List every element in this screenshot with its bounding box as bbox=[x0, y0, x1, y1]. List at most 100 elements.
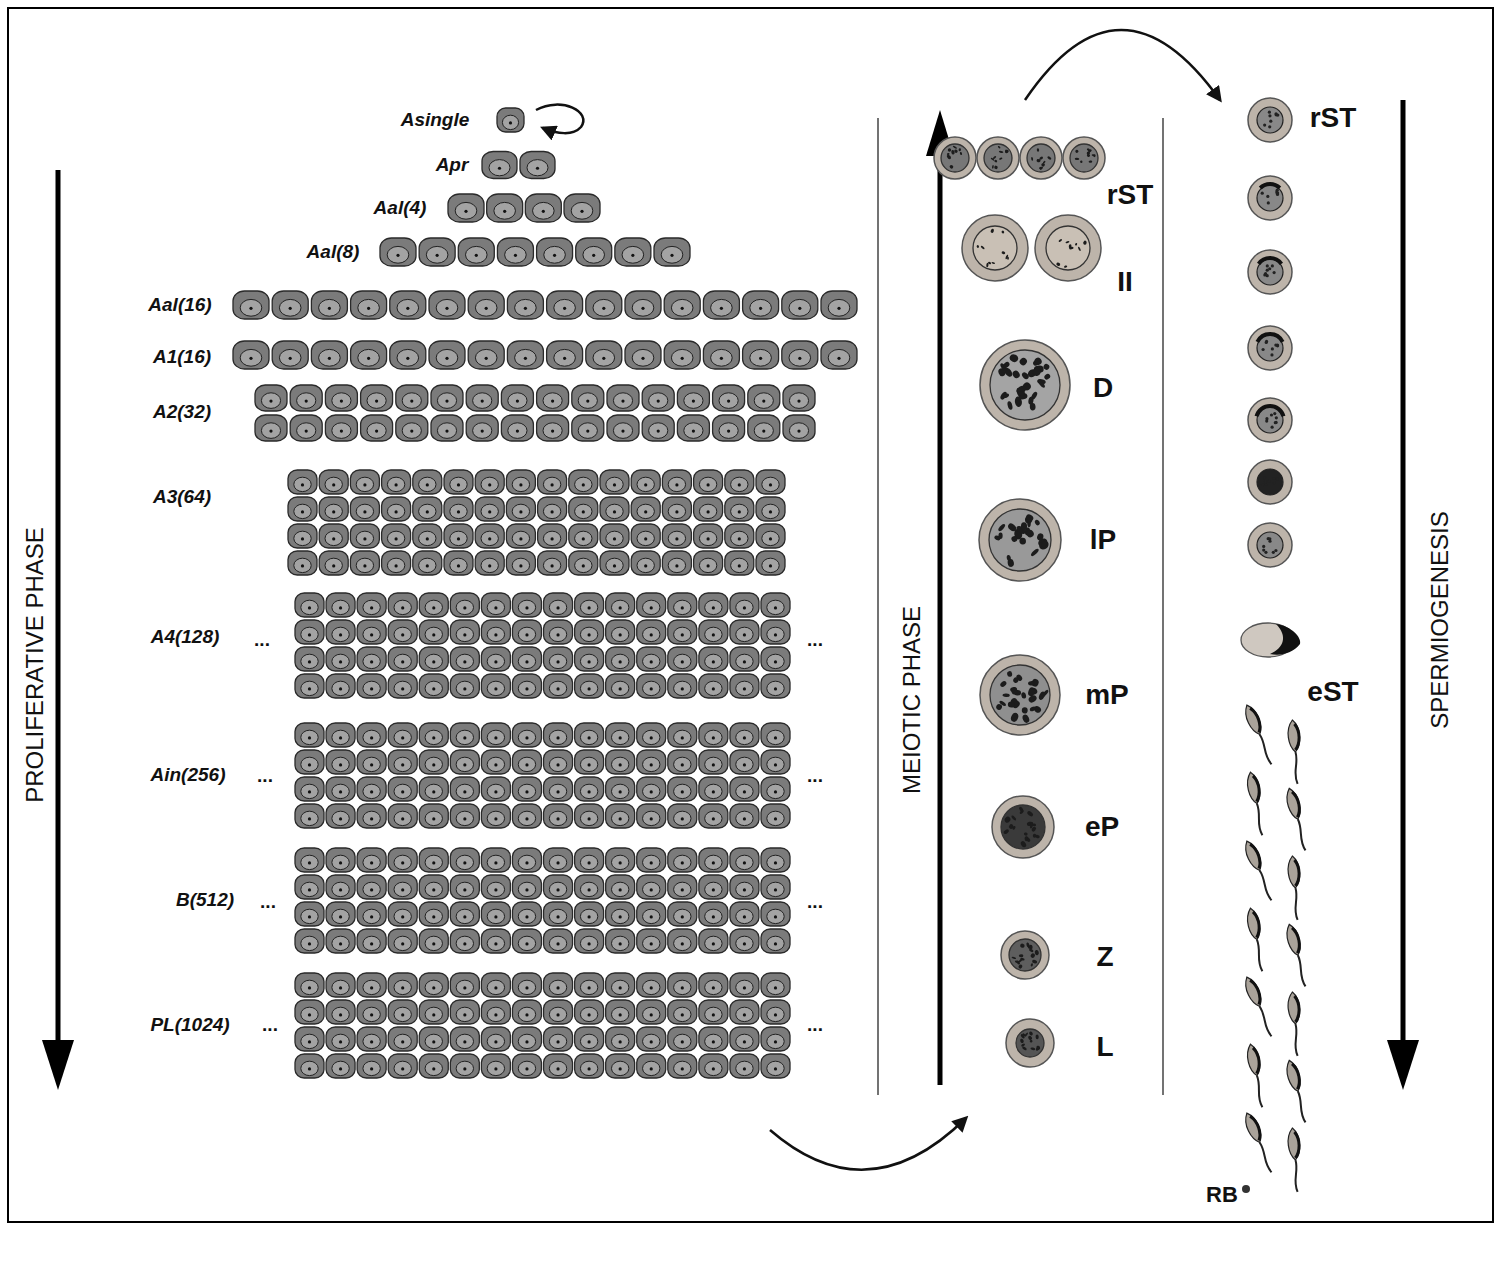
spermatogonium-part bbox=[363, 537, 366, 540]
spermatogonium bbox=[575, 929, 604, 953]
spermatogonium-part bbox=[394, 936, 411, 950]
spermatogonium-part bbox=[674, 784, 691, 798]
spermatogonium-part bbox=[681, 307, 684, 310]
spermatogonium bbox=[390, 341, 426, 369]
spermatogonium bbox=[538, 524, 567, 548]
round-spermatid-part bbox=[1257, 259, 1283, 285]
spermatogonium-part bbox=[516, 430, 519, 433]
spermatogonium bbox=[699, 973, 728, 997]
spermatogonium-part bbox=[743, 736, 746, 739]
ellipsis: ... bbox=[807, 892, 823, 913]
round-spermatid-part bbox=[1265, 341, 1268, 344]
spermatogonium-part bbox=[301, 600, 318, 614]
spermatogonium-part bbox=[711, 349, 733, 366]
spermatogonium-part bbox=[512, 558, 529, 572]
spermatogonium-part bbox=[332, 393, 351, 409]
spermatogonium-part bbox=[761, 1054, 790, 1078]
spermatogonium-part bbox=[401, 1040, 404, 1043]
spermatogonium-part bbox=[394, 654, 411, 668]
spermatogonium-part bbox=[456, 1034, 473, 1048]
spermatogonium-part bbox=[637, 902, 666, 926]
spermatogonium-part bbox=[512, 973, 541, 997]
spermatocyte-part bbox=[1024, 836, 1031, 843]
spermatogonium bbox=[388, 1000, 417, 1024]
spermatogonium-part bbox=[699, 674, 728, 698]
spermatogonium-part bbox=[543, 531, 560, 545]
spermatogonium-part bbox=[692, 430, 695, 433]
spermatogonium-part bbox=[720, 307, 723, 310]
spermatogonium bbox=[544, 804, 573, 828]
spermatogonium-part bbox=[637, 875, 666, 899]
round-spermatid-part bbox=[1275, 416, 1278, 419]
spermatogonium-part bbox=[524, 307, 527, 310]
spermatogonium-part bbox=[473, 423, 492, 439]
spermatogonium-part bbox=[288, 551, 317, 575]
spermatogonium-part bbox=[357, 647, 386, 671]
spermatogonium-part bbox=[311, 291, 347, 319]
round-spermatid-part bbox=[1268, 267, 1271, 270]
spermatogonium-part bbox=[681, 861, 684, 864]
spermatogonium-part bbox=[325, 477, 342, 491]
elongated-spermatid-part bbox=[1295, 1024, 1298, 1056]
spermatogonium-part bbox=[432, 736, 435, 739]
spermatogonium-part bbox=[308, 1067, 311, 1070]
spermatogonium-part bbox=[606, 647, 635, 671]
spermatogonium-part bbox=[730, 674, 759, 698]
spermatogonium bbox=[668, 848, 697, 872]
spermatogonium-part bbox=[643, 855, 660, 869]
spermatogonium-part bbox=[339, 736, 342, 739]
spermatogonium bbox=[419, 875, 448, 899]
phase-arrow-part bbox=[42, 1040, 74, 1090]
spermatogonium-part bbox=[611, 980, 628, 994]
spermatogonium-part bbox=[295, 929, 324, 953]
spermatogonium-part bbox=[519, 510, 522, 513]
spermatogonium bbox=[576, 238, 612, 266]
spermatogonium-part bbox=[692, 400, 695, 403]
spermatogonium-part bbox=[339, 1040, 342, 1043]
spermatogonium-part bbox=[394, 681, 411, 695]
spermatogonium-part bbox=[413, 551, 442, 575]
spermatogonium bbox=[357, 804, 386, 828]
spermatogonium-part bbox=[432, 861, 435, 864]
spermatogonium-part bbox=[367, 393, 386, 409]
spermatogonium-part bbox=[674, 1007, 691, 1021]
spermatogonium-part bbox=[736, 1007, 753, 1021]
spermatogonium-part bbox=[419, 558, 436, 572]
spermatogonium-part bbox=[294, 504, 311, 518]
spermatogonium-part bbox=[712, 687, 715, 690]
ellipsis: ... bbox=[807, 630, 823, 651]
spermatocyte-part bbox=[1003, 829, 1010, 835]
spermatogonium bbox=[351, 291, 387, 319]
spermatogonium-part bbox=[363, 1007, 380, 1021]
spermatogonium-part bbox=[419, 848, 448, 872]
round-spermatid-part bbox=[1268, 125, 1271, 128]
spermatogonium-part bbox=[363, 811, 380, 825]
spermatogonium bbox=[482, 152, 517, 179]
spermatogonium-part bbox=[301, 855, 318, 869]
spermatogonium bbox=[748, 415, 780, 441]
spermatogonium bbox=[544, 647, 573, 671]
spermatocyte-part bbox=[1006, 555, 1011, 562]
spermatogonium bbox=[730, 929, 759, 953]
spermatogonium-part bbox=[549, 600, 566, 614]
spermatocyte-part bbox=[990, 157, 994, 161]
spermatogonium bbox=[295, 1054, 324, 1078]
spermatogonium-part bbox=[578, 423, 597, 439]
spermatogonium-part bbox=[332, 510, 335, 513]
spermatogonium-part bbox=[525, 817, 528, 820]
round-spermatid-part bbox=[1259, 258, 1282, 264]
spermatogonium-part bbox=[549, 1007, 566, 1021]
spermatogonium bbox=[361, 415, 393, 441]
spermatogonium-part bbox=[575, 973, 604, 997]
stage-label: A3(64) bbox=[153, 487, 211, 508]
spermatogonium-part bbox=[551, 430, 554, 433]
spermatocyte-part bbox=[1027, 144, 1055, 172]
spermatogonium-part bbox=[301, 537, 304, 540]
spermatogonium bbox=[475, 524, 504, 548]
spermatogonium bbox=[600, 524, 629, 548]
round-spermatid-part bbox=[1261, 192, 1264, 195]
spermatogonium bbox=[725, 497, 754, 521]
spermatogonium-part bbox=[295, 1000, 324, 1024]
spermatogonium-part bbox=[339, 861, 342, 864]
spermatogonium-part bbox=[782, 341, 818, 369]
